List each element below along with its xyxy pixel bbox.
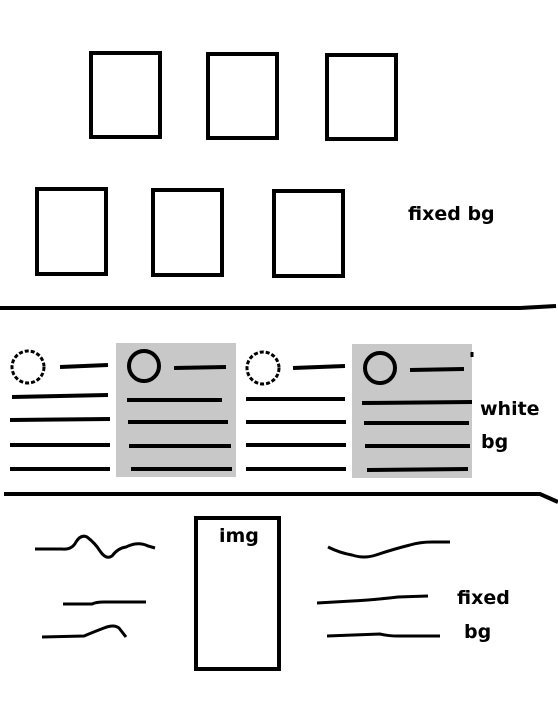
card-2-bg: [116, 343, 236, 477]
card-3-title-line: [292, 364, 346, 370]
card-4-avatar: [363, 351, 397, 385]
squiggle-line: [35, 534, 156, 559]
squiggle-line: [326, 632, 440, 638]
squiggle-line: [63, 600, 146, 606]
card-1-text-line: [9, 417, 111, 422]
image-label: img: [219, 525, 259, 547]
middle-section-cards: [9, 343, 474, 478]
bottom-section-label-line1: fixed: [457, 587, 510, 609]
image-placeholder: [194, 516, 281, 671]
middle-section-label-line2: bg: [481, 431, 509, 453]
card-4-text-line: [366, 467, 469, 472]
card-2: [116, 343, 236, 477]
bottom-section: [35, 516, 450, 671]
box-3: [325, 53, 398, 141]
box-1: [89, 51, 162, 139]
card-4-text-line: [361, 400, 473, 405]
card-1: [9, 349, 111, 471]
card-4: [352, 344, 474, 478]
card-2-title-line: [173, 365, 227, 370]
card-1-text-line: [11, 393, 109, 399]
card-2-avatar: [127, 349, 161, 383]
card-3-avatar: [245, 350, 281, 386]
squiggle-line: [316, 594, 429, 605]
card-1-avatar: [10, 349, 46, 385]
top-section-label: fixed bg: [408, 203, 495, 225]
squiggle-line: [327, 540, 450, 559]
card-4-bg: [352, 344, 472, 478]
divider-bottom: [4, 492, 558, 504]
bottom-section-label-line2: bg: [464, 621, 492, 643]
card-4-title-line: [409, 367, 465, 372]
middle-section-label-line1: white: [480, 398, 540, 420]
box-6: [272, 189, 345, 278]
box-2: [206, 52, 279, 140]
top-section-boxes: [35, 51, 398, 278]
card-1-title-line: [59, 363, 109, 369]
card-3: [245, 350, 346, 471]
squiggle-line: [41, 624, 128, 639]
box-5: [151, 188, 224, 277]
box-4: [35, 187, 108, 276]
divider-top: [0, 304, 557, 310]
